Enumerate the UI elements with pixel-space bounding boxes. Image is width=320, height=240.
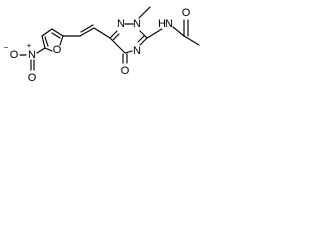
bond-furan-c5-c4-double (44, 36, 49, 47)
atom-labels: − O N + O O N N N O H N O (4, 7, 191, 84)
bond-furan-c2-o (59, 35, 64, 46)
nitro-o-down-label: O (28, 72, 37, 84)
bonds (19, 6, 200, 71)
bond-ring-c3-n4-double (137, 35, 145, 43)
bond-n-methyl (138, 6, 151, 19)
bond-nitro-furan (36, 47, 46, 54)
nitro-o-charge: − (4, 43, 9, 52)
nitro-n-label: N (28, 49, 36, 61)
bond-furan-o-c5 (44, 47, 53, 52)
bond-amide-c-methyl (183, 35, 200, 46)
nitro-o-left-label: O (10, 49, 19, 61)
bond-ring-n4-c5 (124, 50, 133, 54)
bond-vinyl (79, 27, 95, 37)
bond-ring-c6-n1 (109, 30, 118, 39)
ring-n2-label: N (133, 18, 141, 30)
ring-n1-label: N (117, 18, 125, 30)
bond-furan-c3-c2 (51, 28, 64, 37)
bond-furan-c4-c3 (41, 28, 53, 37)
amide-h-label: H (158, 18, 166, 30)
bond-ring-c5-c6 (109, 37, 126, 54)
bond-vinyl-ring (93, 27, 111, 39)
bond-furan-c3-c2-double (51, 32, 61, 39)
bond-vinyl-double (80, 24, 94, 33)
bond-ring-c3-n4 (139, 37, 148, 46)
furan-o-label: O (53, 44, 62, 56)
nitro-n-charge: + (27, 41, 32, 50)
molecule-structure-diagram: − O N + O O N N N O H N O (4, 6, 200, 84)
amide-o-label: O (182, 7, 191, 19)
ring-n4-label: N (133, 45, 141, 57)
bond-ring-n2-c3 (139, 30, 148, 39)
bond-ring-c6-n1-double (112, 33, 120, 41)
ring-carbonyl-o-label: O (121, 65, 130, 77)
bond-amide-n-c (172, 26, 185, 37)
bond-ring-amide-n (146, 28, 163, 39)
bond-furan-c5-c4 (41, 35, 46, 49)
amide-n-label: N (165, 18, 173, 30)
